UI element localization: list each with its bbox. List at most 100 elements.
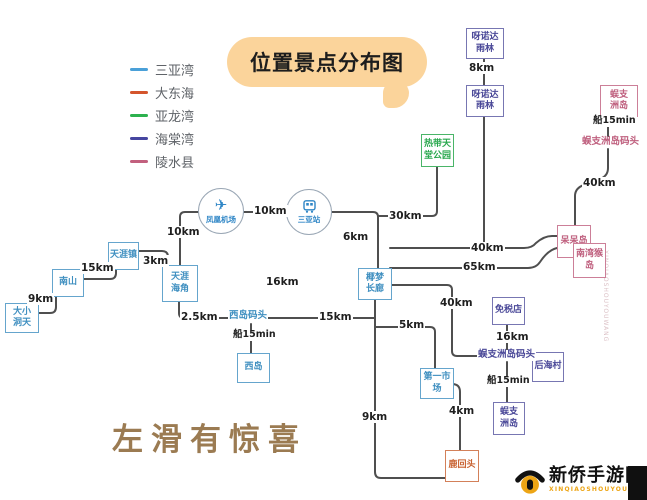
- node-label: 大小: [12, 306, 31, 317]
- node-label: 南湾猴: [575, 249, 603, 260]
- train-icon: [302, 199, 316, 213]
- node-label: 天涯镇: [109, 250, 137, 261]
- node-label: 雨林: [475, 43, 494, 54]
- node-label: 洲岛: [499, 418, 518, 429]
- node-label: 海角: [170, 283, 189, 294]
- distance-label: 40km: [439, 297, 474, 310]
- node-luhuitou: 鹿回头: [445, 450, 479, 482]
- node-yanoda-rainforest: 呀诺达 雨林: [466, 28, 504, 59]
- node-tianya-town: 天涯镇: [108, 242, 139, 270]
- airplane-icon: ✈: [214, 195, 228, 214]
- distance-label: 8km: [468, 62, 496, 75]
- node-label: 堂公园: [423, 150, 451, 161]
- node-label: 呀诺达: [471, 32, 499, 43]
- node-yanoda-rainforest-2: 呀诺达 雨林: [466, 85, 504, 117]
- legend-item-dadonghai: 大东海: [130, 81, 194, 104]
- legend-label: 亚龙湾: [155, 110, 195, 125]
- distance-label: 15km: [80, 262, 115, 275]
- legend-swatch-lingshui: [130, 160, 148, 163]
- node-wuzhizhou-island: 蜈支 洲岛: [493, 402, 525, 435]
- node-label: 洲岛: [609, 101, 628, 111]
- legend-swatch-dadonghai: [130, 91, 148, 94]
- node-daxiao-dongtian: 大小 洞天: [5, 303, 39, 333]
- node-xidao-island: 西岛: [237, 353, 270, 383]
- distance-label: 15km: [318, 311, 353, 324]
- node-label: 南山: [58, 277, 77, 288]
- house-icon: [515, 470, 545, 494]
- node-first-market: 第一市 场: [420, 368, 454, 399]
- node-tropical-paradise-park: 热带天 堂公园: [421, 134, 454, 167]
- node-label: 岛: [584, 260, 594, 271]
- node-duty-free-shop: 免税店: [492, 297, 525, 325]
- legend-item-haitang-bay: 海棠湾: [130, 127, 194, 150]
- title-bubble: 位置景点分布图: [227, 37, 427, 87]
- node-sanya-station: 三亚站: [286, 189, 332, 235]
- legend-label: 陵水县: [155, 156, 195, 171]
- distance-label: 9km: [361, 411, 389, 424]
- node-label: 蜈支: [499, 407, 518, 418]
- boat-time-label: 船15min: [592, 115, 637, 127]
- node-label: 长廊: [365, 284, 384, 294]
- watermark: XINQIAOSHOUYOUWANG: [602, 250, 609, 343]
- node-phoenix-airport: ✈ 凤凰机场: [198, 188, 244, 234]
- legend-item-lingshui: 陵水县: [130, 150, 194, 173]
- logo-name: 新侨手游网: [549, 465, 644, 487]
- node-label: 后海村: [534, 361, 562, 372]
- distance-label: 30km: [388, 210, 423, 223]
- distance-label: 40km: [582, 177, 617, 190]
- node-label: 呀诺达: [471, 89, 499, 100]
- node-label: 免税店: [494, 305, 522, 316]
- node-label: 鹿回头: [448, 460, 476, 471]
- distance-label: 10km: [166, 226, 201, 239]
- distance-label: 6km: [342, 231, 370, 244]
- pier-label: 蜈支洲岛码头: [477, 349, 537, 361]
- node-wuzhizhou-island-pink: 蜈支 洲岛: [600, 85, 638, 117]
- distance-label: 5km: [398, 319, 426, 332]
- logo-text-block: 新侨手游网 XINQIAOSHOUYOUWANG: [549, 465, 647, 493]
- node-label: 第一市: [423, 372, 451, 383]
- node-nanwan-monkey-island: 南湾猴 岛: [573, 243, 606, 278]
- pier-label: 西岛码头: [228, 310, 269, 322]
- site-logo: 新侨手游网 XINQIAOSHOUYOUWANG: [514, 464, 647, 496]
- node-label: 天涯: [170, 272, 189, 283]
- distance-label: 10km: [253, 205, 288, 218]
- node-label: 场: [432, 383, 442, 394]
- legend-label: 海棠湾: [155, 133, 195, 148]
- legend-label: 大东海: [155, 87, 195, 102]
- node-houhai-village: 后海村: [532, 352, 564, 382]
- node-label: 椰梦: [365, 272, 384, 283]
- corner-black-bar: [628, 466, 647, 500]
- boat-time-label: 船15min: [232, 329, 277, 341]
- legend-item-yalong-bay: 亚龙湾: [130, 104, 194, 127]
- distance-label: 2.5km: [180, 311, 219, 324]
- distance-label: 16km: [495, 331, 530, 344]
- logo-subtext: XINQIAOSHOUYOUWANG: [549, 485, 647, 493]
- node-label: 洞天: [12, 318, 31, 328]
- node-nanshan: 南山: [52, 269, 84, 297]
- node-label: 凤凰机场: [206, 214, 236, 224]
- node-label: 西岛: [244, 362, 263, 373]
- page-title: 位置景点分布图: [250, 51, 404, 75]
- distance-label: 3km: [142, 255, 170, 268]
- node-label: 雨林: [475, 101, 494, 111]
- node-label: 三亚站: [297, 214, 321, 224]
- pier-label: 蜈支洲岛码头: [581, 136, 641, 148]
- boat-time-label: 船15min: [486, 375, 531, 387]
- legend-swatch-yalong-bay: [130, 114, 148, 117]
- distance-label: 40km: [470, 242, 505, 255]
- swipe-hint-text: 左滑有惊喜: [112, 422, 307, 458]
- distance-label: 4km: [448, 405, 476, 418]
- node-tianya-haijiao: 天涯 海角: [162, 265, 198, 302]
- distance-label: 65km: [462, 261, 497, 274]
- node-label: 热带天: [423, 139, 451, 150]
- legend-swatch-haitang-bay: [130, 137, 148, 140]
- legend-item-sanya-bay: 三亚湾: [130, 58, 194, 81]
- legend: 三亚湾 大东海 亚龙湾 海棠湾 陵水县: [130, 58, 194, 173]
- distance-label: 9km: [27, 293, 55, 306]
- legend-label: 三亚湾: [155, 64, 195, 79]
- distance-label: 16km: [265, 276, 300, 289]
- node-yemeng-corridor: 椰梦 长廊: [358, 268, 392, 300]
- node-label: 呆呆岛: [560, 235, 588, 246]
- legend-swatch-sanya-bay: [130, 68, 148, 71]
